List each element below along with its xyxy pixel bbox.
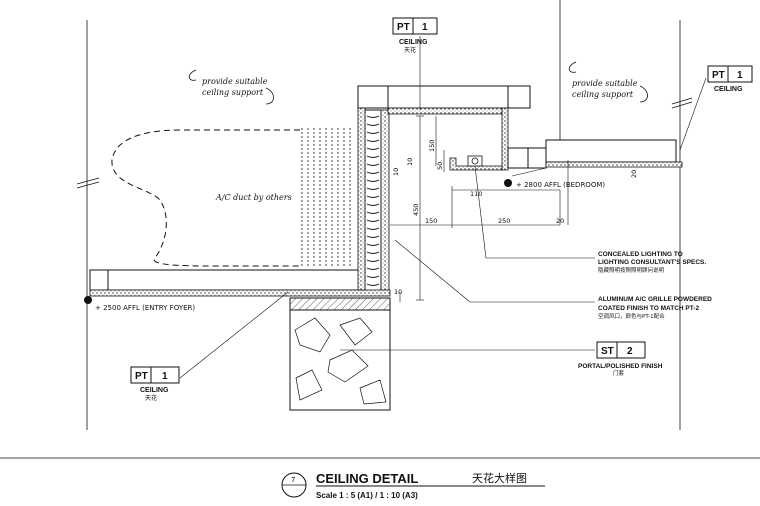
svg-text:250: 250: [498, 217, 510, 225]
svg-text:10: 10: [392, 168, 400, 176]
tag-st: ST 2 PORTAL/POLISHED FINISH 门套: [578, 341, 663, 377]
lower-block-1: [507, 147, 529, 169]
dimension-texts: 150 10 50 10 110 450 150 250 20 20 10: [392, 140, 638, 296]
tag-pt-right: PT 1 CEILING: [707, 65, 753, 93]
detail-number: 7: [291, 476, 295, 484]
lamp-icon: [471, 157, 479, 165]
support-note-left-2: ceiling support: [202, 88, 264, 97]
svg-text:天花: 天花: [404, 46, 416, 54]
detail-title: CEILING DETAIL: [316, 471, 418, 486]
lighting-note-1: CONCEALED LIGHTING TO: [598, 251, 683, 258]
dimension-lines: [390, 115, 569, 302]
level-label-bedroom: + 2800 AFFL (BEDROOM): [516, 181, 605, 189]
light-trough: [449, 157, 503, 171]
grille-note-cn: 空调风口，颜色与PT-1配合: [598, 312, 665, 320]
foyer-ceiling-joist: [107, 269, 364, 291]
svg-text:PT: PT: [135, 371, 148, 382]
svg-text:CEILING: CEILING: [140, 387, 169, 394]
svg-text:CEILING: CEILING: [714, 86, 743, 93]
lighting-note-cn: 隐藏照明按照照明顾问说明: [598, 266, 665, 274]
duct-outline: [111, 129, 300, 267]
support-arrow-right-2: [639, 85, 648, 103]
grille-frame: [380, 109, 390, 293]
support-arrow-left-2: [265, 87, 274, 105]
foyer-ceiling-board: [89, 289, 391, 297]
break-mark-left-2: [76, 181, 100, 189]
foyer-block: [89, 269, 109, 291]
lower-block-2: [527, 147, 547, 169]
break-mark-right: [671, 97, 693, 105]
svg-text:20: 20: [630, 170, 638, 178]
svg-text:10: 10: [406, 158, 414, 166]
level-marker-bedroom: [504, 179, 512, 187]
svg-text:门套: 门套: [613, 369, 625, 377]
lighting-note-2: LIGHTING CONSULTANT'S SPECS.: [598, 259, 706, 266]
svg-text:1: 1: [422, 22, 428, 33]
light-fixture: [467, 155, 483, 167]
support-note-left-1: provide suitable: [202, 77, 268, 86]
grille-slats: [366, 115, 380, 286]
support-arrow-left: [188, 69, 197, 81]
svg-text:天花: 天花: [145, 394, 157, 402]
svg-text:20: 20: [556, 217, 564, 225]
break-mark-right-2: [671, 101, 693, 109]
svg-text:150: 150: [425, 217, 437, 225]
ac-grille: [364, 109, 382, 293]
support-note-right-1: provide suitable: [572, 79, 638, 88]
bulkhead-top-panel: [387, 85, 509, 109]
svg-text:PT: PT: [712, 70, 725, 81]
support-note-right-2: ceiling support: [572, 90, 634, 99]
svg-text:450: 450: [412, 204, 420, 216]
level-leader-bedroom: [511, 167, 547, 177]
bulkhead-block-right: [507, 85, 531, 109]
svg-text:ST: ST: [601, 346, 614, 357]
level-marker-foyer: [84, 296, 92, 304]
detail-scale: Scale 1 : 5 (A1) / 1 : 10 (A3): [316, 491, 418, 500]
leader-lines: [179, 36, 707, 379]
bulkhead-board-side: [501, 107, 509, 171]
support-arrow-right: [568, 61, 577, 73]
portal-cap: [289, 297, 391, 311]
break-mark-left: [76, 177, 100, 185]
svg-text:1: 1: [737, 70, 743, 81]
bulkhead-block-left: [357, 85, 389, 109]
duct-note: A/C duct by others: [215, 193, 292, 202]
svg-text:PORTAL/POLISHED FINISH: PORTAL/POLISHED FINISH: [578, 363, 663, 370]
detail-title-cn: 天花大样图: [472, 471, 527, 485]
tag-pt-top: PT 1 CEILING 天花: [392, 17, 438, 54]
svg-text:1: 1: [162, 371, 168, 382]
svg-text:150: 150: [428, 140, 436, 152]
bedroom-ceiling-board: [545, 161, 683, 168]
svg-text:110: 110: [470, 190, 482, 198]
stone-portal: [289, 309, 391, 411]
stone-veining: [294, 317, 387, 405]
svg-text:CEILING: CEILING: [399, 39, 428, 46]
svg-text:PT: PT: [397, 22, 410, 33]
bulkhead-wall-board: [357, 107, 366, 291]
grille-note-1: ALUMINUM A/C GRILLE POWDERED: [598, 296, 712, 303]
level-label-foyer: + 2500 AFFL (ENTRY FOYER): [95, 304, 195, 312]
bedroom-ceiling-joist: [545, 139, 677, 163]
tag-pt-bottom: PT 1 CEILING 天花: [130, 366, 180, 402]
svg-text:50: 50: [436, 162, 444, 170]
svg-text:10: 10: [394, 288, 402, 296]
grille-note-2: COATED FINISH TO MATCH PT-2: [598, 305, 699, 312]
bulkhead-board-top: [387, 107, 503, 115]
svg-text:2: 2: [627, 346, 633, 357]
duct-arrows: [301, 128, 351, 268]
